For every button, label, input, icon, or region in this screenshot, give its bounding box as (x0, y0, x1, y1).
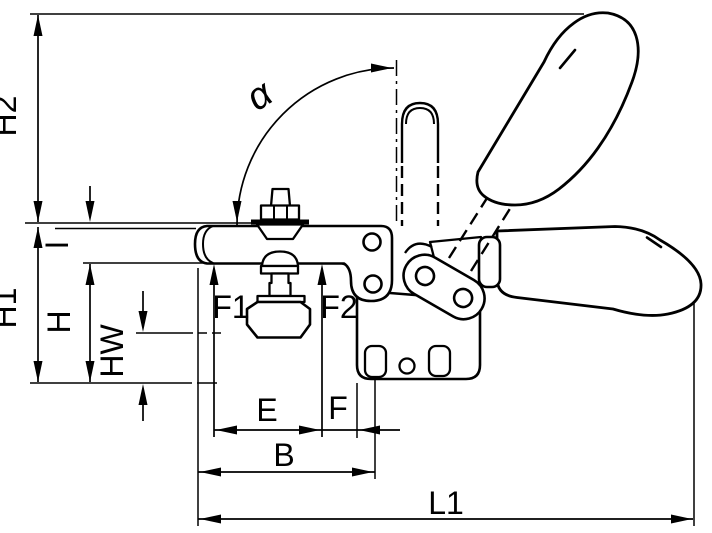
dimension-h2: H2 (0, 15, 43, 222)
hex-nut (259, 204, 301, 221)
foot-dome (260, 250, 300, 268)
h2-label: H2 (0, 96, 23, 137)
open-arm-cap-inner (405, 106, 435, 125)
dimension-h1: H1 (0, 227, 43, 382)
force-arrow-f1: F1 (209, 264, 250, 437)
toggle-link (402, 253, 486, 321)
handle-neck (477, 235, 502, 289)
h-label: H (41, 310, 77, 333)
mounting-slot-right (427, 344, 452, 378)
pressure-foot (245, 250, 312, 339)
dimension-i: I (39, 186, 95, 249)
dimension-alpha: α (232, 63, 395, 226)
i-label: I (39, 241, 75, 250)
hex-nut-facets (273, 205, 288, 220)
mounting-hole-center (398, 357, 416, 375)
foot-neck (268, 272, 292, 298)
arm-pivot-hole-lower (363, 274, 383, 294)
h1-label: H1 (0, 288, 23, 329)
hub-curve (404, 242, 433, 254)
dimension-hw: HW (94, 291, 148, 421)
f-label: F (328, 390, 348, 426)
handle-open-ghost (447, 11, 640, 272)
grip-mold-line (645, 236, 663, 249)
dimension-h: H (41, 264, 95, 382)
link-hole-lower (452, 287, 474, 309)
spindle-stem (269, 187, 292, 208)
arm-tip-inner-arc (201, 225, 214, 264)
link-hole-upper (414, 265, 436, 287)
dimension-f: F (328, 390, 380, 435)
hw-label: HW (94, 324, 130, 378)
handle-closed (477, 225, 703, 317)
arm-pivot-hole-upper (362, 232, 382, 252)
seat-plate (251, 219, 309, 225)
foot-pad (245, 300, 312, 339)
e-label: E (256, 392, 277, 428)
f1-label: F1 (212, 289, 249, 325)
reference-lines (25, 13, 695, 526)
spindle-assembly (251, 187, 309, 241)
arm-open-ghost (400, 101, 440, 226)
b-label: B (273, 437, 294, 473)
handle-grip-open (475, 11, 640, 207)
dimension-b: B (198, 437, 375, 477)
alpha-arrowhead-bottom (232, 201, 242, 222)
mounting-slot-left (363, 344, 388, 379)
handle-grip-closed (495, 225, 703, 317)
seat-washer (255, 223, 305, 241)
l1-label: L1 (428, 485, 464, 521)
alpha-arc (236, 67, 395, 226)
dimension-l1: L1 (198, 485, 693, 524)
open-grip-mold-line (558, 48, 577, 70)
open-arm-cap-outer (400, 101, 440, 125)
f2-label: F2 (320, 289, 357, 325)
alpha-arrowhead-top (371, 63, 392, 73)
alpha-label: α (239, 72, 281, 120)
force-arrow-f2: F2 (317, 264, 358, 437)
